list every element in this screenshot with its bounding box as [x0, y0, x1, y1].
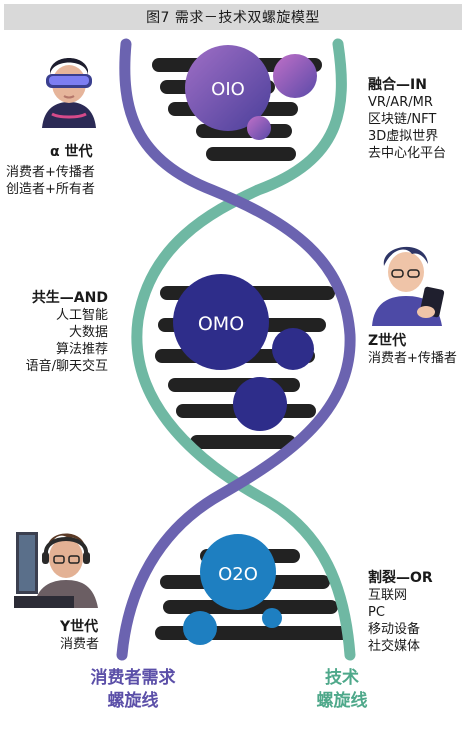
alpha-gen-line: 消费者+传播者 — [6, 165, 95, 180]
consumer-demand-strand — [116, 38, 356, 661]
alpha-gen-block: α 世代 — [40, 143, 150, 161]
fusion-block: 融合—IN VR/AR/MR 区块链/NFT 3D虚拟世界 去中心化平台 — [368, 76, 464, 162]
symbiosis-line: 人工智能 — [55, 308, 108, 323]
fusion-heading: 融合—IN — [368, 77, 427, 93]
z-gen-heading: Z世代 — [368, 333, 407, 349]
split-line: 移动设备 — [368, 622, 421, 637]
omo-satellite-circle — [272, 328, 314, 370]
split-line: 互联网 — [368, 588, 408, 603]
tech-label-line: 螺旋线 — [316, 691, 368, 711]
oio-circle — [185, 45, 271, 131]
oio-satellite-circle — [247, 116, 271, 140]
alpha-gen-heading: α 世代 — [50, 144, 93, 160]
o2o-satellite-circle — [183, 611, 217, 645]
rung — [206, 147, 296, 161]
y-gen-heading: Y世代 — [60, 619, 99, 635]
y-gen-block: Y世代 消费者 — [60, 618, 120, 653]
fusion-line: VR/AR/MR — [368, 95, 433, 110]
technology-strand — [131, 38, 356, 661]
o2o-circle — [200, 534, 276, 610]
alpha-gen-avatar-illustration — [34, 48, 104, 128]
o2o-satellite-circle — [262, 608, 282, 628]
split-heading: 割裂—OR — [368, 570, 433, 586]
split-line: 社交媒体 — [368, 639, 421, 654]
z-gen-block: Z世代 消费者+传播者 — [368, 332, 464, 367]
fusion-line: 去中心化平台 — [368, 146, 447, 161]
omo-circle — [173, 274, 269, 370]
z-gen-avatar-illustration — [366, 234, 456, 326]
fusion-line: 3D虚拟世界 — [368, 129, 439, 144]
alpha-gen-description: 消费者+传播者 创造者+所有者 — [6, 164, 126, 198]
tech-label-line: 技术 — [325, 668, 359, 688]
y-gen-line: 消费者 — [60, 637, 100, 652]
split-line: PC — [368, 605, 385, 620]
omo-satellite-circle — [233, 377, 287, 431]
oio-label: OIO — [211, 79, 245, 100]
z-gen-line: 消费者+传播者 — [368, 351, 457, 366]
fusion-line: 区块链/NFT — [368, 112, 437, 127]
o2o-label: O2O — [218, 564, 258, 585]
oio-satellite-circle — [273, 54, 317, 98]
demand-label-line: 螺旋线 — [107, 691, 159, 711]
symbiosis-block: 共生—AND 人工智能 大数据 算法推荐 语音/聊天交互 — [4, 289, 108, 375]
consumer-demand-helix-label: 消费者需求 螺旋线 — [68, 667, 198, 713]
split-block: 割裂—OR 互联网 PC 移动设备 社交媒体 — [368, 569, 464, 655]
symbiosis-line: 算法推荐 — [55, 342, 108, 357]
technology-helix-label: 技术 螺旋线 — [292, 667, 392, 713]
demand-label-line: 消费者需求 — [90, 668, 176, 688]
symbiosis-line: 语音/聊天交互 — [25, 359, 108, 374]
rung — [190, 435, 296, 449]
y-gen-avatar-illustration — [14, 520, 104, 608]
figure-title: 图7 需求－技术双螺旋模型 — [4, 4, 462, 30]
omo-label: OMO — [198, 313, 244, 335]
symbiosis-heading: 共生—AND — [31, 290, 108, 306]
symbiosis-line: 大数据 — [68, 325, 108, 340]
alpha-gen-line: 创造者+所有者 — [6, 182, 95, 197]
